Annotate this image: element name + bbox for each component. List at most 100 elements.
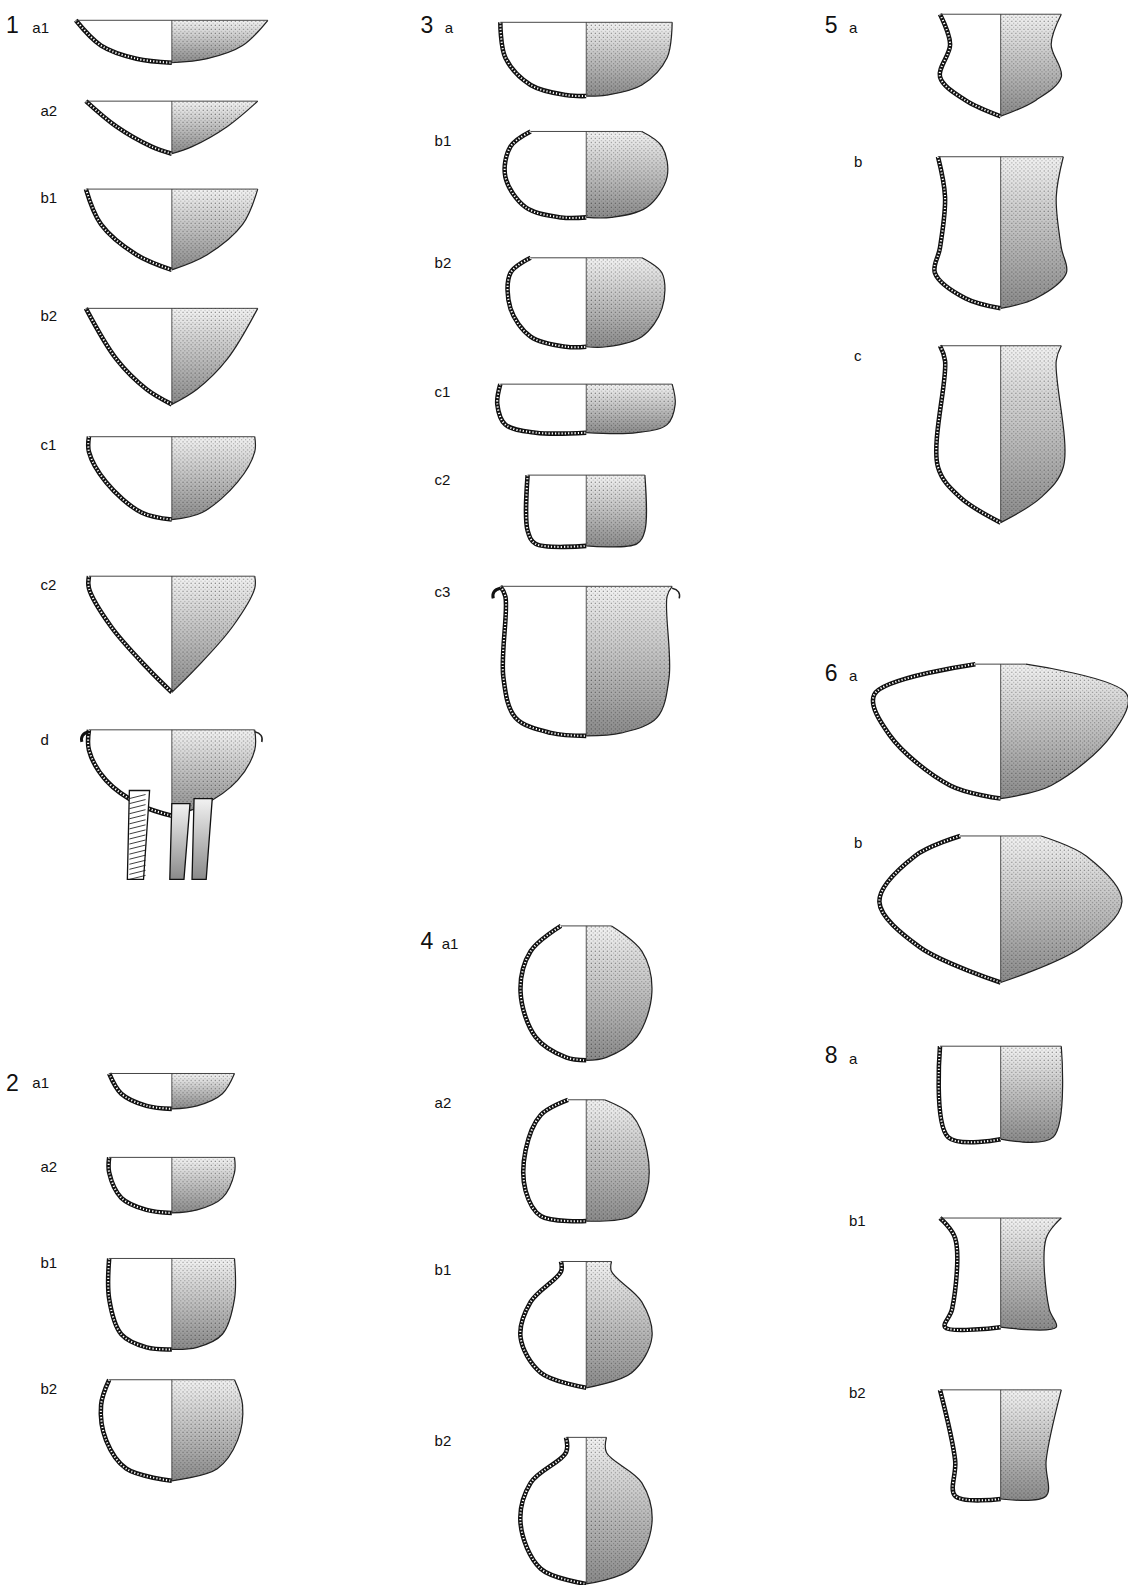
vessel-axis [171, 308, 172, 404]
vessel-wall-hatch [940, 14, 1001, 116]
subtype-label: c2 [435, 472, 451, 487]
vessel-stipple [172, 437, 256, 520]
vessel-shading [172, 437, 256, 520]
vessel-rim [500, 586, 672, 587]
subtype-label: a [849, 668, 857, 683]
vessel-profile [497, 384, 675, 433]
vessel-outline [172, 1380, 243, 1481]
vessel-wall-hatch [88, 437, 172, 520]
vessel-wall [86, 308, 172, 404]
vessel-stipple [586, 475, 646, 547]
vessel-wall-hatch [500, 22, 586, 96]
leg-hatch [129, 795, 145, 799]
type-number: 5 [825, 14, 838, 37]
vessel-rim [89, 436, 255, 437]
vessel-outline [172, 20, 268, 62]
vessel-wall [879, 836, 1000, 983]
vessel-wall-hatch [934, 157, 1000, 309]
leg-hatch [129, 830, 145, 834]
vessel-stipple [172, 576, 255, 692]
vessel-profile [88, 437, 255, 520]
vessel-rim [89, 576, 255, 577]
vessel-profile [508, 258, 665, 347]
vessel-outline [586, 22, 672, 96]
vessel-wall-hatch [109, 1157, 172, 1213]
vessel-stipple [586, 1100, 649, 1221]
vessel-leg [192, 799, 212, 880]
vessel-stipple [172, 20, 268, 62]
vessel-axis [171, 437, 172, 520]
vessel-shading [172, 189, 258, 270]
subtype-label: a2 [40, 1159, 57, 1174]
vessel-profile [520, 1437, 652, 1584]
vessel-wall-hatch [86, 308, 172, 404]
vessel-profile [493, 586, 680, 736]
vessel-rim [109, 1157, 234, 1158]
vessel-axis [1000, 1390, 1001, 1499]
vessel-profile [109, 1157, 235, 1213]
subtype-label: b [854, 154, 862, 169]
subtype-label: a2 [40, 103, 57, 118]
vessel-wall-hatch [88, 576, 171, 692]
vessel-rim [76, 20, 268, 21]
vessel-shading [1001, 836, 1122, 983]
subtype-label: b1 [40, 190, 57, 205]
vessel-stipple [1001, 157, 1067, 309]
vessel-stipple [172, 1073, 235, 1108]
vessel-profile [505, 131, 668, 217]
vessel-shading [172, 1157, 235, 1213]
vessel-axis [1000, 836, 1001, 983]
vessel-axis [1000, 1046, 1001, 1139]
vessel-stipple [586, 586, 672, 736]
vessel-outline [172, 1258, 236, 1349]
subtype-label: a [445, 20, 453, 35]
vessel-axis [171, 1380, 172, 1481]
vessel-wall [88, 576, 171, 692]
vessel-stipple [586, 926, 652, 1060]
subtype-label: a [849, 1051, 857, 1066]
leg-hatch [129, 850, 145, 854]
vessel-profile [940, 14, 1062, 116]
vessel-stipple [586, 1261, 652, 1387]
vessel-wall-hatch [505, 131, 587, 217]
type-number: 8 [825, 1044, 838, 1067]
leg-hatch [129, 875, 145, 879]
subtype-label: c3 [435, 584, 451, 599]
vessel-wall [108, 1258, 172, 1349]
vessel-stipple [172, 1380, 243, 1481]
vessel-shading [172, 730, 256, 816]
vessel-wall [505, 131, 587, 217]
vessel-shading [172, 1258, 236, 1349]
vessel-shading [586, 586, 672, 736]
vessel-shading [172, 576, 255, 692]
vessel-axis [1000, 157, 1001, 309]
vessel-outline [172, 730, 256, 816]
vessel-wall [520, 1437, 586, 1584]
vessel-profile [86, 308, 258, 404]
subtype-label: b2 [40, 1381, 57, 1396]
vessel-axis [171, 1073, 172, 1108]
vessel-wall-hatch [109, 1073, 172, 1108]
leg-hatch [129, 865, 145, 869]
vessel-stipple [172, 101, 258, 154]
vessel-wall-hatch [936, 346, 1000, 523]
vessel-profile [939, 1046, 1063, 1142]
vessel-shading [1001, 1390, 1062, 1501]
vessel-profile [873, 664, 1128, 798]
vessel-profile [940, 1390, 1061, 1501]
vessel-wall [500, 22, 586, 96]
vessel-shading [586, 22, 672, 96]
leg-hatch [129, 820, 145, 824]
vessel-profile [76, 20, 268, 62]
vessel-rim [940, 345, 1061, 346]
vessel-wall-hatch [86, 189, 172, 270]
subtype-label: b1 [40, 1255, 57, 1270]
subtype-label: b [854, 835, 862, 850]
vessel-wall-hatch [940, 1218, 1001, 1330]
vessel-outline [1001, 157, 1067, 309]
vessel-stipple [1001, 836, 1122, 983]
vessel-profile [82, 730, 263, 880]
vessel-stipple [172, 1157, 235, 1213]
vessel-wall [520, 1261, 586, 1387]
